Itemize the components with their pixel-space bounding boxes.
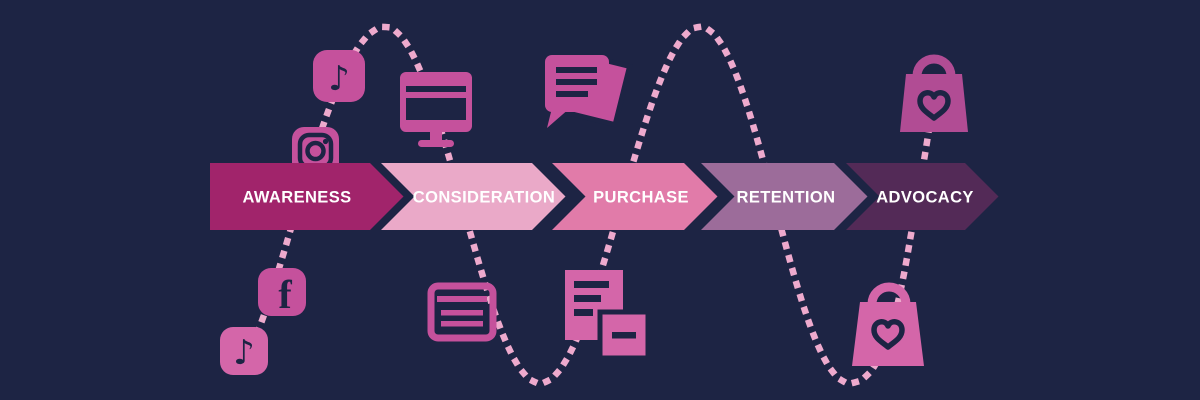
stage-consideration <box>381 163 566 230</box>
stage-purchase <box>552 163 718 230</box>
stage-awareness <box>210 163 404 230</box>
chat-messages-icon <box>545 52 633 128</box>
music-note-glyph: ♪ <box>328 59 350 99</box>
shopping-bag-heart-icon <box>852 282 924 366</box>
tiktok-icon: ♪ <box>313 50 365 102</box>
monitor-icon <box>400 72 472 147</box>
shopping-bag-heart-icon <box>900 54 968 132</box>
facebook-icon: f <box>258 268 306 317</box>
tiktok-icon: ♪ <box>220 327 268 375</box>
music-note-glyph: ♪ <box>233 333 255 373</box>
stage-advocacy <box>846 163 999 230</box>
heart-glyph <box>871 319 905 350</box>
stage-advocacy-label: ADVOCACY <box>876 189 974 207</box>
stage-retention <box>701 163 868 230</box>
stage-awareness-label: AWARENESS <box>242 189 351 207</box>
stage-consideration-label: CONSIDERATION <box>413 189 555 207</box>
browser-window-icon <box>427 282 497 342</box>
facebook-f-glyph: f <box>278 272 292 317</box>
funnel-stages: AWARENESS CONSIDERATION PURCHASE RETENTI… <box>210 163 999 230</box>
stage-purchase-label: PURCHASE <box>593 189 689 207</box>
journey-wave-path <box>241 23 939 387</box>
sticky-notes-icon <box>565 270 651 361</box>
stage-retention-label: RETENTION <box>737 189 836 207</box>
heart-glyph <box>917 90 951 121</box>
